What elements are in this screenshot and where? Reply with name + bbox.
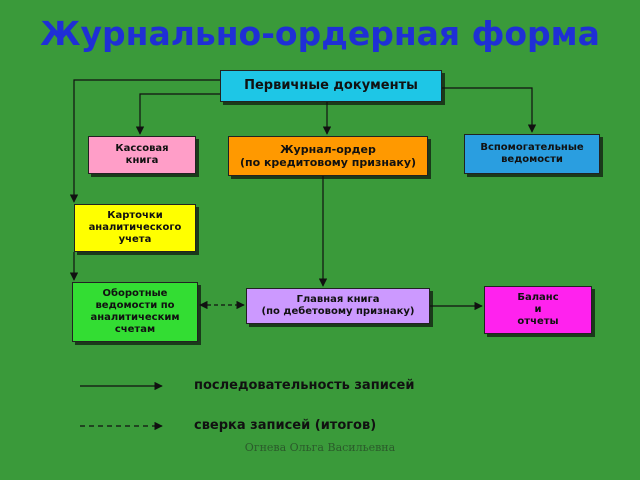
balance-reports-label: Баланс и отчеты <box>517 292 559 327</box>
page-title: Журнально-ордерная форма <box>40 14 600 53</box>
balance-reports-box: Баланс и отчеты <box>484 286 592 334</box>
turnover-statements-box: Оборотные ведомости по аналитическим сче… <box>72 282 198 342</box>
legend-dashed-label: сверка записей (итогов) <box>194 418 377 433</box>
journal-order-label: Журнал-ордер (по кредитовому признаку) <box>239 142 417 169</box>
general-ledger-box: Главная книга (по дебетовому признаку) <box>246 288 430 324</box>
cash-book-label: Кассовая книга <box>115 143 169 166</box>
general-ledger-label: Главная книга (по дебетовому признаку) <box>261 294 415 317</box>
primary-documents-label: Первичные документы <box>244 78 418 94</box>
cash-book-box: Кассовая книга <box>88 136 196 174</box>
auxiliary-statements-label: Вспомогательные ведомости <box>480 142 584 165</box>
analytical-cards-box: Карточки аналитического учета <box>74 204 196 252</box>
legend-solid-label: последовательность записей <box>194 378 415 393</box>
author-name: Огнева Ольга Васильевна <box>244 441 396 454</box>
analytical-cards-label: Карточки аналитического учета <box>88 210 182 245</box>
auxiliary-statements-box: Вспомогательные ведомости <box>464 134 600 174</box>
arrow-primary-to-cash-book <box>135 93 220 135</box>
journal-order-box: Журнал-ордер (по кредитовому признаку) <box>228 136 428 176</box>
turnover-statements-label: Оборотные ведомости по аналитическим сче… <box>90 288 180 335</box>
arrow-primary-to-auxiliary <box>442 87 537 133</box>
primary-documents-box: Первичные документы <box>220 70 442 102</box>
